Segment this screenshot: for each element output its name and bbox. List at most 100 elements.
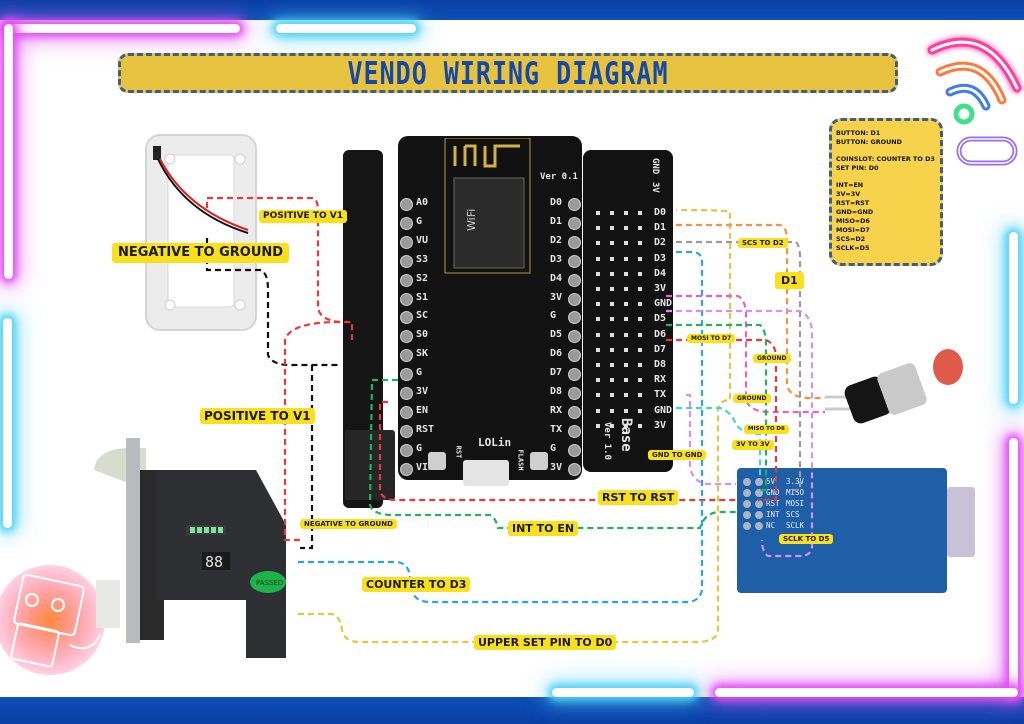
note-line: SET PIN: D0 [836,164,879,172]
push-button [825,349,963,424]
header-pin [596,211,600,215]
gamepad-neon-icon [956,136,1018,166]
pin-label: 3V [550,461,563,473]
pin-label: D0 [550,197,563,208]
ethernet-pin-label: MOSI [786,499,805,508]
header-pin [638,423,642,428]
label-sclk-to-d5: SCLK TO D5 [779,534,834,545]
pin-hole [400,273,413,287]
ethernet-pin [743,500,751,508]
pin-label: 3V [654,283,667,294]
note-line: BUTTON: GROUND [836,138,902,146]
pin-hole [400,368,413,382]
header-pin [610,408,614,413]
neon-frame-left-lower [3,318,12,528]
ethernet-pin-label: RST [766,499,780,508]
pin-label: G [550,442,557,454]
label-upper-set-pin-to-d0: UPPER SET PIN TO D0 [474,635,617,651]
header-pin [610,271,614,276]
label-positive-to-v1-left: POSITIVE TO V1 [200,408,315,425]
label-d1: D1 [775,272,804,290]
nodemcu-version: Ver 0.1 [540,172,578,182]
header-pin [624,287,628,291]
neon-frame-bottom-right [715,688,1018,697]
header-pin [638,408,642,413]
esp8266-module: WiFi [444,138,531,274]
pin-hole [568,216,581,230]
pin-hole [400,387,413,400]
header-pin [610,378,614,383]
header-pin [624,317,628,322]
header-pin [638,302,642,307]
pin-label: G [416,367,423,379]
pin-label: TX [654,389,667,401]
neon-frame-right-upper [1009,232,1018,404]
label-ground-2: GROUND [733,394,771,404]
pin-label: D8 [654,359,667,370]
note-line: BUTTON: D1 [836,129,881,137]
ethernet-pin-label: GND [766,488,780,497]
flash-button[interactable] [530,452,548,470]
pin-label: D5 [550,329,563,341]
ethernet-module [737,468,947,593]
header-pin [596,226,600,231]
pin-hole [568,387,581,400]
pin-label: D1 [550,215,563,227]
pin-label: D3 [550,253,563,265]
header-pin [638,241,642,246]
rst-button[interactable] [428,452,446,470]
ethernet-connector [947,487,975,557]
note-line: MOSI=D7 [836,226,870,234]
base-top-gnd: GND [650,158,660,175]
pin-label: S3 [416,253,429,265]
coin-acceptor: 88 PASSED [94,438,286,658]
pin-hole [568,198,581,211]
base-top-3v: 3V [650,182,660,193]
header-pin [596,363,600,367]
pin-hole [568,292,581,306]
label-positive-to-v1-top: POSITIVE TO V1 [259,210,347,223]
pin-label: D6 [654,328,667,340]
pin-label: D7 [654,343,667,355]
ethernet-pin-label: INT [766,510,780,519]
nodemcu-brand: LOLin [478,436,512,449]
header-pin [610,363,614,367]
robot-neon-icon [0,565,105,675]
pin-hole [568,443,581,457]
pin-label: D2 [654,237,667,249]
note-line: RST=RST [836,199,870,207]
ethernet-pin-label: SCS [786,510,800,519]
pin-label: D4 [550,272,563,284]
pin-label: D6 [550,348,563,360]
pin-label: D5 [654,313,667,325]
pin-label: VU [416,234,429,246]
wire-set-d0 [298,208,732,644]
ethernet-pin-label: NC [766,521,776,530]
header-pin [610,423,614,428]
header-pin [596,241,600,246]
header-pin [596,347,600,352]
wire-int [368,378,736,530]
neon-frame-top-mid [276,24,416,33]
pin-label: SC [416,310,429,322]
header-pin [610,393,614,398]
svg-text:88: 88 [205,553,223,571]
header-pin [638,226,642,231]
pin-label: G [550,310,557,322]
label-negative-to-ground-coin: NEGATIVE TO GROUND [300,519,397,530]
header-pin [596,378,600,383]
wire-button-d1 [676,223,825,400]
neon-frame-left-upper [4,24,13,279]
pin-label: TX [550,423,563,435]
wire-miso-d6 [666,323,768,492]
note-line: 3V=3V [836,190,861,198]
header-pin [610,317,614,322]
wire-negative-ground [205,238,340,367]
header-pin [638,317,642,322]
pin-label: D2 [550,234,563,246]
ethernet-pin [755,511,763,519]
label-miso-to-d6: MISO TO D6 [744,425,789,434]
